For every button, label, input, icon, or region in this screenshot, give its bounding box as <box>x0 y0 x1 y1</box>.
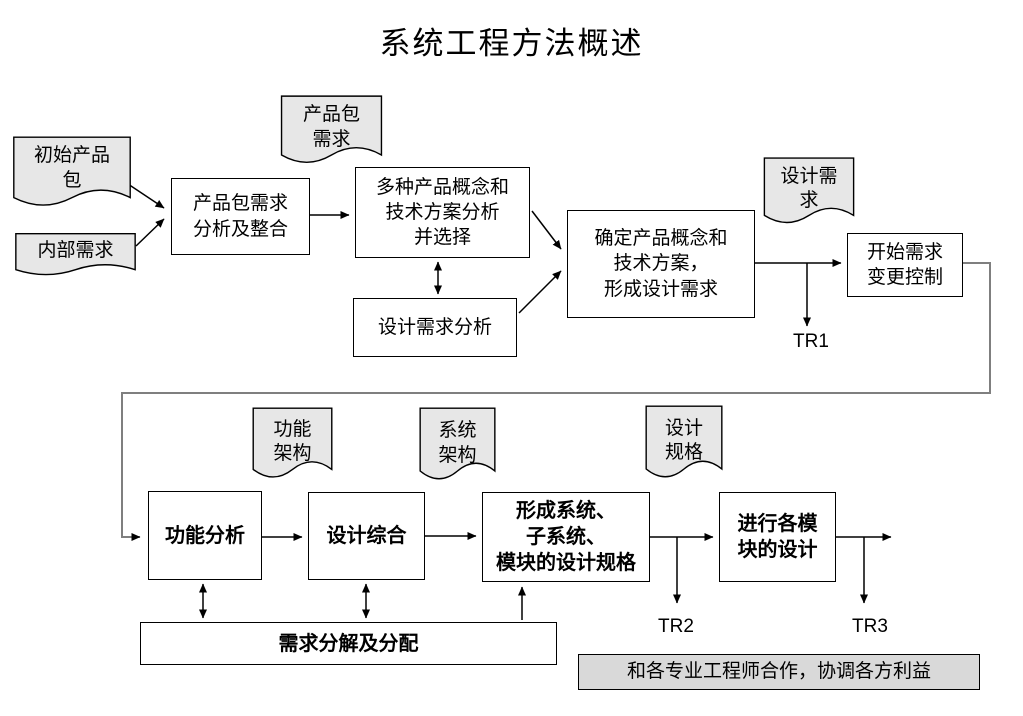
document-shape <box>252 407 333 485</box>
document-shape <box>12 136 132 213</box>
cooperation-note: 和各专业工程师合作，协调各方利益 <box>578 654 980 690</box>
doc-design-requirements: 设计需求 <box>763 157 855 230</box>
document-shape <box>280 95 383 170</box>
document-shape <box>645 405 723 485</box>
box-confirm-concept: 确定产品概念和技术方案，形成设计需求 <box>567 210 755 318</box>
box-form-design-spec: 形成系统、子系统、模块的设计规格 <box>482 492 650 582</box>
document-shape <box>14 233 137 280</box>
doc-internal-requirements: 内部需求 <box>14 233 137 280</box>
connector-internal-req-to-analysis <box>135 218 165 247</box>
document-shape <box>419 407 496 487</box>
box-req-decomposition: 需求分解及分配 <box>140 622 557 665</box>
doc-package-requirements: 产品包需求 <box>280 95 383 170</box>
doc-system-architecture: 系统架构 <box>419 407 496 487</box>
doc-design-specification: 设计规格 <box>645 405 723 485</box>
tr2-label: TR2 <box>658 616 694 637</box>
box-module-design: 进行各模块的设计 <box>719 492 836 582</box>
document-shape <box>763 157 855 230</box>
box-design-req-analysis: 设计需求分析 <box>353 298 517 357</box>
box-functional-analysis: 功能分析 <box>148 491 262 580</box>
connector-design-req-analysis-to-confirm <box>518 270 562 314</box>
box-concept-selection: 多种产品概念和技术方案分析并选择 <box>355 167 530 258</box>
connector-feedback-loop <box>121 262 991 541</box>
connector-initial-package-to-analysis <box>127 183 165 209</box>
page-title: 系统工程方法概述 <box>379 26 644 61</box>
tr1-label: TR1 <box>793 331 829 352</box>
doc-functional-architecture: 功能架构 <box>252 407 333 485</box>
tr3-label: TR3 <box>852 616 888 637</box>
doc-initial-product-package: 初始产品包 <box>12 136 132 213</box>
box-design-synthesis: 设计综合 <box>308 492 425 580</box>
box-package-req-analysis: 产品包需求分析及整合 <box>171 178 310 255</box>
connector-concept-selection-to-confirm <box>531 210 562 250</box>
box-change-control: 开始需求变更控制 <box>847 233 963 297</box>
